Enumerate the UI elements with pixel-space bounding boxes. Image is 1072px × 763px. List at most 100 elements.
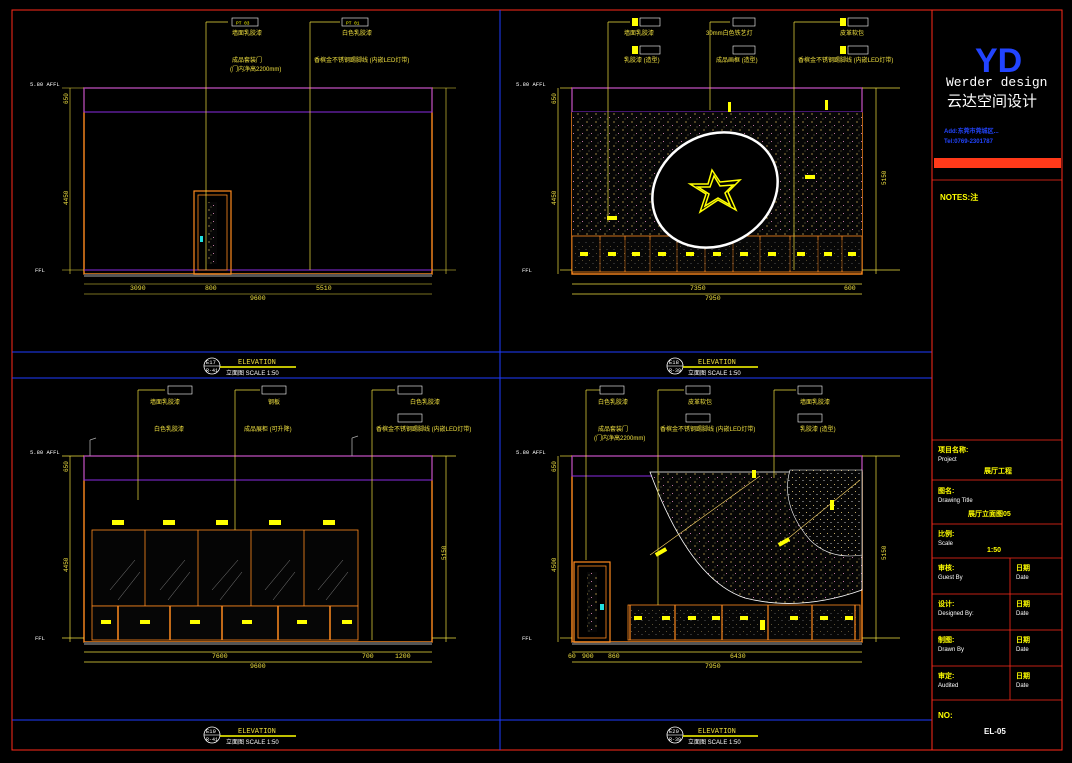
display-cabinets	[91, 520, 359, 641]
address: Add:东莞市莞城区...	[944, 127, 999, 135]
sheet-frame	[11, 9, 1063, 751]
logo-letters: YD	[975, 42, 1022, 80]
dim: 7950	[705, 295, 721, 302]
elevation-title: ELEVATION	[698, 728, 736, 736]
note: 皮革软包	[840, 29, 864, 37]
project-value: 展厅工程	[983, 466, 1012, 475]
note: 皮革软包	[688, 398, 712, 406]
dim: 5150	[881, 545, 888, 560]
elevation-title: ELEVATION	[238, 728, 276, 736]
date-label-en: Date	[1016, 683, 1029, 689]
elevation-ref: R-39	[669, 368, 681, 374]
dim: 5150	[881, 170, 888, 185]
svg-text:PT 03: PT 03	[236, 21, 250, 27]
note: 墙面乳胶漆	[800, 398, 830, 406]
date-label: 日期	[1016, 599, 1030, 608]
level: 5.80 AFFL	[516, 81, 546, 88]
dim: 650	[63, 93, 70, 104]
dim: 7950	[705, 663, 721, 670]
notes-label: NOTES:注	[940, 192, 978, 202]
elevation-e17: PT 03 PT 01 墙面乳胶漆 白色乳胶漆 成品套装门 (门内净高2200m…	[30, 17, 456, 377]
dim: 5150	[441, 545, 448, 560]
date-label: 日期	[1016, 563, 1030, 572]
drawing-title-label: 图名:	[938, 486, 954, 495]
dim: 4450	[63, 557, 70, 572]
red-bar	[934, 158, 1061, 168]
checked-label: 审核:	[938, 563, 954, 572]
dim: 800	[205, 285, 217, 292]
note: 墙面乳胶漆	[232, 29, 262, 37]
dim: 700	[362, 653, 374, 660]
brand-en: Werder design	[946, 75, 1047, 90]
elevation-subtitle: 立面图 SCALE 1:50	[226, 369, 279, 377]
project-label-en: Project	[938, 457, 957, 463]
elevation-id: E20	[669, 728, 679, 735]
level: 5.80 AFFL	[30, 81, 60, 88]
date-label: 日期	[1016, 671, 1030, 680]
date-label-en: Date	[1016, 611, 1029, 617]
dim: 6430	[730, 653, 746, 660]
door	[573, 561, 611, 643]
level: FFL	[35, 267, 45, 274]
title-block: YD Werder design 云达空间设计 Add:东莞市莞城区... Te…	[932, 42, 1062, 736]
level: FFL	[522, 267, 532, 274]
scale-label-en: Scale	[938, 541, 954, 547]
note: (门内净高2200mm)	[594, 434, 645, 442]
dim: 650	[551, 461, 558, 472]
date-label-en: Date	[1016, 647, 1029, 653]
dim: 60	[568, 653, 576, 660]
elevation-e18: 墙面乳胶漆 乳胶漆 (造型) 30mm白色铁艺灯 成品画框 (造型) 皮革软包 …	[516, 17, 900, 377]
dim: 5510	[316, 285, 332, 292]
elevation-e20: 白色乳胶漆 成品套装门 (门内净高2200mm) 皮革软包 香槟金不锈钢踢脚线 …	[516, 385, 900, 746]
elevation-subtitle: 立面图 SCALE 1:50	[226, 738, 279, 746]
dim: 9600	[250, 663, 266, 670]
level: 5.80 AFFL	[516, 449, 546, 456]
elevation-id: E19	[206, 728, 216, 735]
door	[193, 190, 232, 275]
note: (门内净高2200mm)	[230, 65, 281, 73]
date-label: 日期	[1016, 635, 1030, 644]
level: FFL	[35, 635, 45, 642]
drawn-label-en: Drawn By	[938, 647, 964, 653]
dim: 4450	[63, 190, 70, 205]
note: 墙面乳胶漆	[150, 398, 180, 406]
drawing-title-value: 展厅立面图05	[967, 509, 1011, 518]
dim: 900	[582, 653, 594, 660]
dim: 7600	[212, 653, 228, 660]
level: 5.80 AFFL	[30, 449, 60, 456]
note: 香槟金不锈钢踢脚线 (内嵌LED灯带)	[314, 56, 409, 64]
scale-value: 1:50	[987, 547, 1001, 554]
note: 乳胶漆 (造型)	[624, 56, 660, 64]
sheet-number: EL-05	[984, 727, 1006, 736]
dim: 650	[63, 461, 70, 472]
elevation-subtitle: 立面图 SCALE 1:50	[688, 738, 741, 746]
note: 香槟金不锈钢踢脚线 (内嵌LED灯带)	[376, 425, 471, 433]
level: FFL	[522, 635, 532, 642]
elevation-id: E18	[669, 359, 679, 366]
elevation-ref: R-41	[206, 368, 218, 374]
drawn-label: 制图:	[938, 635, 954, 644]
note: 白色乳胶漆	[154, 425, 184, 433]
drawing-title-label-en: Drawing Title	[938, 498, 973, 504]
note: 乳胶漆 (造型)	[800, 425, 836, 433]
note: 成品画框 (造型)	[716, 56, 758, 64]
dim: 4450	[551, 190, 558, 205]
note: 墙面乳胶漆	[624, 29, 654, 37]
date-label-en: Date	[1016, 575, 1029, 581]
svg-text:PT 01: PT 01	[346, 21, 360, 27]
scale-label: 比例:	[938, 529, 954, 538]
checked-label-en: Guest By	[938, 575, 963, 581]
note: 钢板	[268, 398, 280, 406]
telephone: Tel:0769-2301787	[944, 139, 994, 145]
note: 30mm白色铁艺灯	[706, 29, 753, 37]
note: 成品套装门	[232, 56, 262, 64]
designed-label: 设计:	[938, 599, 954, 608]
elevation-title: ELEVATION	[238, 359, 276, 367]
dim: 7350	[690, 285, 706, 292]
audited-label: 审定:	[938, 671, 954, 680]
note: 香槟金不锈钢踢脚线 (内嵌LED灯带)	[660, 425, 755, 433]
elevation-subtitle: 立面图 SCALE 1:50	[688, 369, 741, 377]
note: 香槟金不锈钢踢脚线 (内嵌LED灯带)	[798, 56, 893, 64]
note: 白色乳胶漆	[410, 398, 440, 406]
